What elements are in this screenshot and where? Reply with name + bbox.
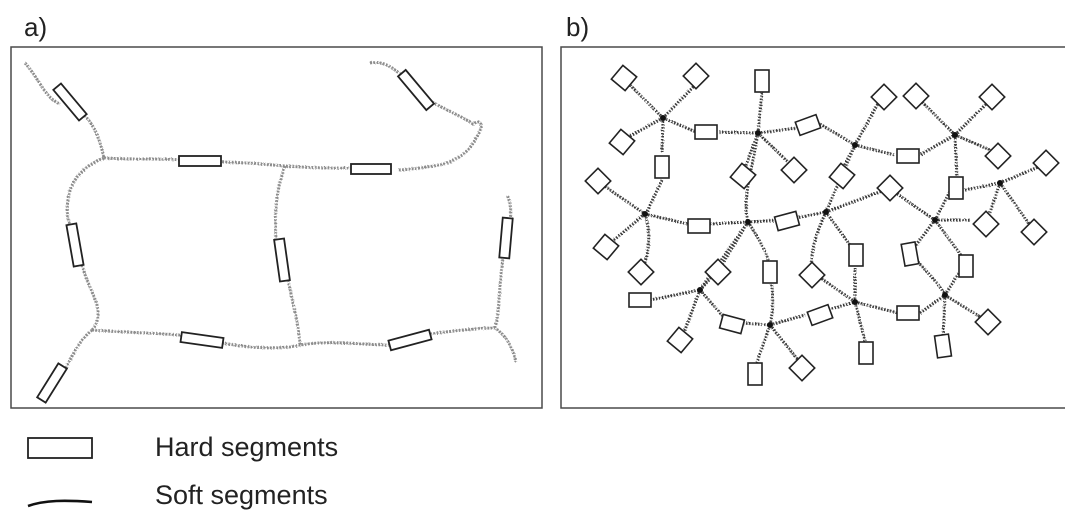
crosslink-node — [942, 292, 948, 298]
crosslink-node — [642, 211, 648, 217]
hard-segment — [858, 341, 874, 365]
hard-segment — [704, 258, 732, 286]
hard-segment — [773, 210, 801, 232]
hard-segment — [729, 162, 757, 190]
hard-segment — [794, 113, 822, 137]
hard-segment — [900, 241, 920, 267]
hard-segment — [628, 292, 652, 308]
hard-segment — [498, 216, 514, 260]
crosslink-node — [823, 209, 829, 215]
hard-segment — [984, 142, 1012, 170]
hard-segment — [178, 155, 222, 167]
hard-segment — [666, 326, 694, 354]
hard-segment — [610, 64, 638, 92]
crosslink-node — [852, 142, 858, 148]
hard-segment — [584, 167, 612, 195]
hard-segment — [273, 237, 291, 283]
hard-segment — [896, 148, 920, 164]
crosslink-node — [952, 132, 958, 138]
legend-hard-segments-label: Hard segments — [155, 432, 339, 462]
panel-b-crosslink-nodes — [642, 115, 1003, 328]
hard-segment — [52, 82, 88, 122]
hard-segment — [848, 243, 864, 267]
hard-segment — [876, 174, 904, 202]
hard-segment — [958, 254, 974, 278]
hard-segment — [694, 124, 718, 140]
crosslink-node — [755, 130, 761, 136]
crosslink-node — [997, 180, 1003, 186]
hard-segment — [974, 308, 1002, 336]
legend-soft-segment-icon — [27, 499, 93, 508]
panel-a-frame — [10, 46, 543, 409]
legend-soft-segments-label: Soft segments — [155, 480, 328, 510]
hard-segment — [65, 222, 85, 268]
legend-hard-segment-icon — [27, 437, 93, 459]
crosslink-node — [852, 299, 858, 305]
panel-b-soft-segments — [599, 80, 1044, 369]
hard-segment — [828, 162, 856, 190]
hard-segment — [592, 233, 620, 261]
hard-segment — [627, 258, 655, 286]
hard-segment — [718, 313, 746, 335]
hard-segment — [902, 82, 930, 110]
panel-a-hard-segments — [35, 68, 514, 404]
hard-segment — [387, 328, 433, 352]
crosslink-node — [932, 217, 938, 223]
crosslink-node — [697, 287, 703, 293]
hard-segment — [608, 128, 636, 156]
hard-segment — [798, 261, 826, 289]
hard-segment — [350, 163, 392, 175]
hard-segment — [754, 69, 770, 93]
crosslink-node — [660, 115, 666, 121]
hard-segment — [1020, 218, 1048, 246]
hard-segment — [948, 176, 964, 200]
hard-segment — [972, 210, 1000, 238]
hard-segment — [654, 155, 670, 179]
hard-segment — [780, 156, 808, 184]
hard-segment — [396, 68, 436, 112]
hard-segment — [687, 218, 711, 234]
hard-segment — [806, 303, 834, 327]
hard-segment — [870, 83, 898, 111]
hard-segment — [933, 333, 953, 359]
hard-segment — [1032, 149, 1060, 177]
hard-segment — [978, 83, 1006, 111]
hard-segment — [682, 62, 710, 90]
hard-segment — [35, 362, 69, 404]
panel-a-label: a) — [24, 12, 48, 42]
hard-segment — [788, 354, 816, 382]
panel-b-hard-segments — [584, 62, 1060, 386]
panel-b-label: b) — [566, 12, 590, 42]
panel-a-soft-segments — [23, 60, 518, 369]
hard-segment — [179, 331, 225, 349]
crosslink-node — [745, 219, 751, 225]
hard-segment — [747, 362, 763, 386]
crosslink-node — [767, 322, 773, 328]
hard-segment — [896, 305, 920, 321]
hard-segment — [762, 260, 778, 284]
panel-b-frame — [560, 46, 1065, 409]
